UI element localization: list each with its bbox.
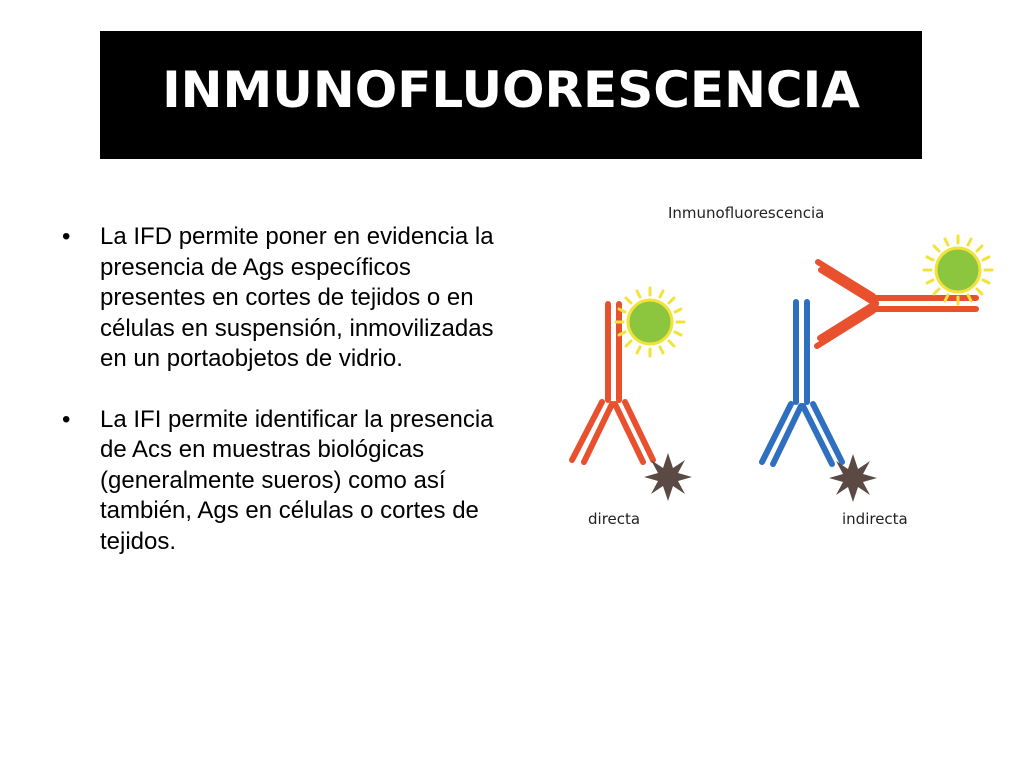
bullet-text-ifd: La IFD permite poner en evidencia la pre… xyxy=(100,223,494,372)
label-directa: directa xyxy=(588,510,640,528)
indirect-primary-antibody xyxy=(759,299,845,467)
bullet-text-ifi: La IFI permite identificar la presencia … xyxy=(100,405,494,555)
indirect-fluorophore-icon xyxy=(829,454,877,502)
bullet-item-ifd: • La IFD permite poner en evidencia la p… xyxy=(62,222,522,375)
immunofluorescence-diagram: Inmunofluorescencia directa indirecta xyxy=(540,190,1000,540)
figure-title: Inmunofluorescencia xyxy=(668,204,824,222)
title-banner: INMUNOFLUORESCENCIA xyxy=(100,31,922,159)
label-indirecta: indirecta xyxy=(842,510,908,528)
slide-title: INMUNOFLUORESCENCIA xyxy=(162,61,860,119)
direct-fluorophore-icon xyxy=(644,453,692,501)
diagram-svg: Inmunofluorescencia directa indirecta xyxy=(569,204,994,528)
bullet-list: • La IFD permite poner en evidencia la p… xyxy=(62,222,522,557)
bullet-dot: • xyxy=(62,405,71,433)
indirect-antigen-icon xyxy=(922,234,994,306)
direct-antigen-icon xyxy=(614,286,686,358)
direct-antibody xyxy=(569,301,656,465)
bullet-item-ifi: • La IFI permite identificar la presenci… xyxy=(62,405,522,558)
bullet-dot: • xyxy=(62,223,71,250)
